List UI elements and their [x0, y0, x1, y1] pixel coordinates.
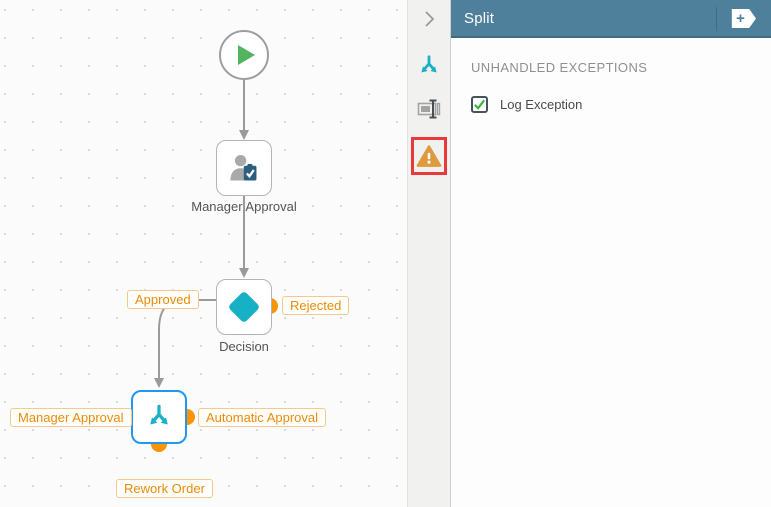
- split-icon: [150, 404, 168, 425]
- split-tool-icon: [421, 55, 437, 73]
- decision-node[interactable]: [216, 279, 272, 335]
- decision-node-label: Decision: [219, 339, 269, 354]
- properties-panel: Split + UNHANDLED EXCEPTIONS Log Excepti…: [451, 0, 771, 507]
- play-icon: [238, 45, 255, 65]
- panel-title: Split: [464, 9, 495, 27]
- wire-label-manager-approval[interactable]: Manager Approval: [10, 408, 132, 427]
- wire-label-rework-order[interactable]: Rework Order: [116, 479, 213, 498]
- manager-approval-node[interactable]: [216, 140, 272, 196]
- decision-diamond-icon: [229, 292, 259, 322]
- panel-body: UNHANDLED EXCEPTIONS Log Exception: [451, 38, 771, 135]
- wire-label-rejected[interactable]: Rejected: [282, 296, 350, 315]
- collapse-chevron-icon: [425, 11, 435, 27]
- user-task-icon: [230, 154, 257, 181]
- panel-header: Split +: [451, 0, 771, 38]
- properties-toolstrip: [408, 0, 451, 507]
- wire-label-approved[interactable]: Approved: [127, 290, 199, 309]
- split-settings-tab[interactable]: [414, 53, 444, 79]
- arrowhead: [239, 268, 249, 278]
- log-exception-label: Log Exception: [500, 97, 583, 112]
- rename-tab[interactable]: [414, 96, 444, 122]
- rename-tool-icon: [417, 99, 441, 119]
- connector-lines: [123, 80, 278, 452]
- header-divider: [716, 7, 717, 31]
- checkmark-icon: [474, 99, 486, 110]
- section-heading: UNHANDLED EXCEPTIONS: [471, 60, 648, 75]
- warning-highlight-box: [411, 137, 447, 175]
- split-node[interactable]: [131, 390, 187, 444]
- arrowhead: [239, 130, 249, 140]
- collapse-panel-button[interactable]: [412, 6, 446, 32]
- design-canvas[interactable]: Manager Approval Decision Approved Rejec…: [0, 0, 408, 507]
- wire-label-automatic-approval[interactable]: Automatic Approval: [198, 408, 327, 427]
- manager-approval-node-label: Manager Approval: [191, 199, 297, 214]
- exceptions-tab[interactable]: [414, 141, 444, 171]
- start-node[interactable]: [219, 30, 269, 80]
- log-exception-checkbox[interactable]: [471, 96, 488, 113]
- arrowhead: [154, 378, 164, 388]
- warning-tool-icon: [416, 145, 442, 167]
- log-exception-row: Log Exception: [471, 96, 751, 113]
- add-button[interactable]: +: [731, 9, 756, 28]
